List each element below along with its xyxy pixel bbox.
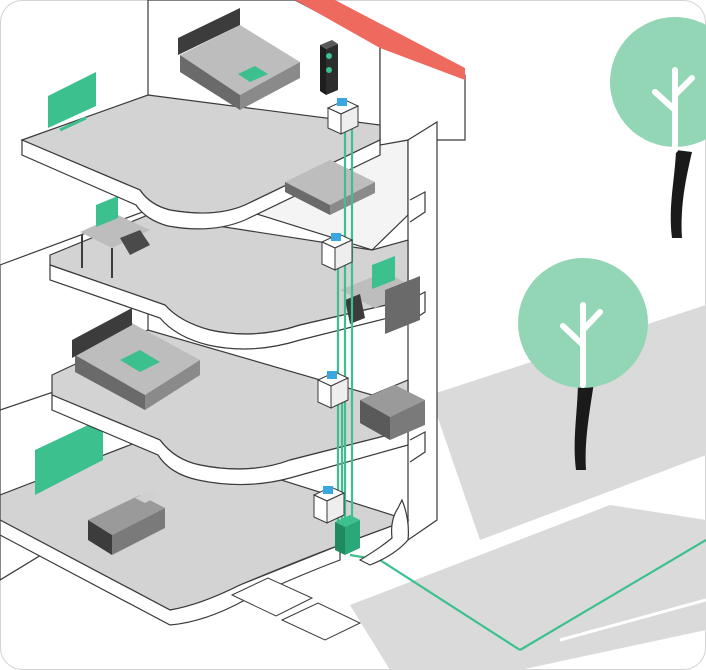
powerline-adapter-icon (316, 371, 350, 409)
powerline-adapter-icon (320, 233, 354, 271)
kitchen-cabinets (360, 385, 425, 440)
office-desk (340, 256, 420, 334)
network-cables (336, 108, 706, 651)
floor-4 (20, 8, 381, 230)
tv-icon (35, 418, 103, 495)
office-chair (120, 230, 150, 255)
bed (72, 308, 200, 410)
monitor-icon (96, 196, 118, 227)
powerline-adapter-icon (312, 486, 346, 524)
floor-2 (51, 308, 425, 486)
tree-icon (518, 258, 648, 470)
floor-3 (49, 196, 420, 350)
speaker-icon (320, 40, 338, 95)
floor-1 (0, 418, 410, 641)
street (350, 305, 706, 670)
sofa (88, 490, 165, 555)
roof (295, 0, 465, 80)
desk (80, 196, 150, 278)
tv-icon (48, 72, 96, 132)
main-router-box-icon (335, 515, 360, 555)
bed (178, 8, 300, 110)
tree-icon (610, 17, 706, 238)
foundation-crack (358, 498, 409, 566)
powerline-adapter-icon (326, 98, 360, 135)
